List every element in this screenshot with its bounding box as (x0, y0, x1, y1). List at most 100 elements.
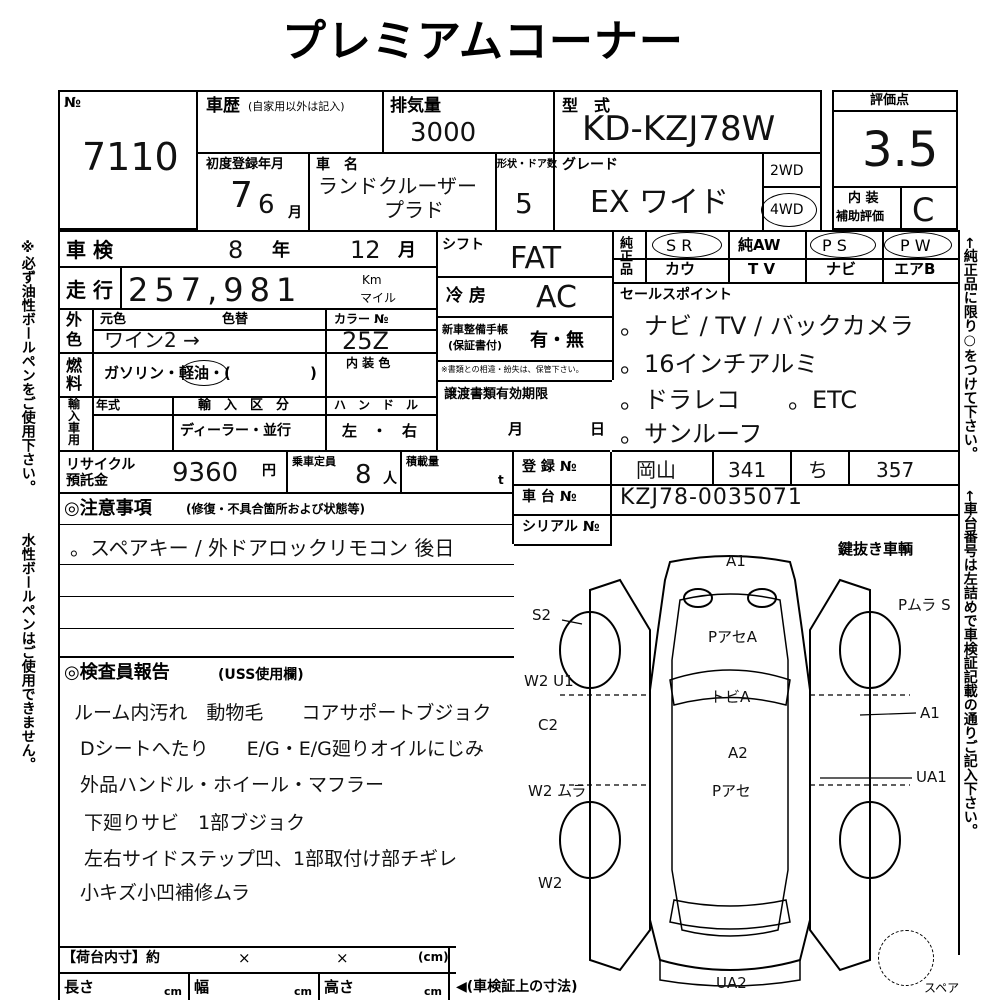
door-line-left (560, 694, 650, 786)
front-mirror-left (683, 588, 713, 608)
caution-line-b (58, 596, 514, 597)
mark-c2: C2 (538, 716, 558, 734)
frame-right-lower (958, 230, 960, 955)
rating-label: 評価点 (870, 93, 910, 108)
mileage-unit-km: Km (362, 273, 382, 287)
row-line-1 (198, 152, 820, 154)
cargo-height: 高さ (324, 978, 355, 996)
mark-a2: A2 (728, 744, 748, 762)
mileage-value: 257,981 (128, 271, 303, 309)
spare-label: スペア (924, 981, 960, 995)
displacement-value: 3000 (410, 118, 477, 148)
front-glass (669, 669, 791, 706)
mark-ua1: UA1 (916, 768, 947, 786)
mileage-label: 走 行 (66, 278, 113, 302)
model-value: KD-KZJ78W (582, 109, 776, 149)
row-line-4 (58, 308, 438, 310)
equip-v3 (805, 230, 807, 282)
frame-top (58, 90, 820, 92)
serial-label: シリアル № (522, 519, 600, 535)
cargo-note: ◀(車検証上の寸法) (456, 979, 578, 995)
inspection-month: 12 (350, 236, 381, 264)
displacement-label: 排気量 (390, 96, 441, 116)
front-mirror-right (747, 588, 777, 608)
inspection-year-unit: 年 (272, 240, 290, 261)
color-code-label: カラー № (334, 312, 389, 326)
recycle-vline-1 (286, 452, 288, 492)
load-unit: t (498, 473, 504, 487)
first-reg-year: 7 (230, 175, 253, 216)
mark-w2-mura: W2 ムラ (528, 782, 586, 800)
reg-line-3 (514, 544, 612, 546)
sales-point-4: 。サンルーフ (620, 420, 763, 448)
equip-v2 (728, 230, 730, 282)
first-reg-label: 初度登録年月 (206, 157, 285, 172)
left-side-panel (589, 578, 651, 972)
color-orig-label: 元色 (100, 312, 127, 327)
inspector-line-3: 外品ハンドル・ホイール・マフラー (80, 774, 385, 796)
recycle-vline-3 (512, 452, 514, 544)
cargo-v1 (188, 972, 190, 1000)
interior-label-1: 内 装 (848, 191, 879, 206)
mark-w2-u1: W2 U1 (524, 672, 574, 690)
frame-left (58, 90, 60, 1000)
right-note-chassis: ←車台番号は左詰めで車検証記載の通りご記入下さい。 (961, 490, 978, 838)
right-side-panel (809, 578, 871, 972)
shift-value: FAT (510, 241, 562, 276)
inspection-month-unit: 月 (398, 240, 416, 261)
wheel-front-left (559, 611, 621, 689)
inspection-label: 車 検 (66, 238, 113, 262)
spare-tire (878, 930, 934, 986)
import-label-4: 用 (68, 433, 81, 447)
recycle-label-1: リサイクル (66, 457, 136, 473)
color-orig-value: ワイン2 → (104, 328, 200, 352)
recycle-value: 9360 (172, 458, 239, 488)
mark-tobi-a: トビA (710, 688, 751, 706)
cargo-height-unit: cm (424, 985, 442, 998)
mark-w2-rear: W2 (538, 874, 562, 892)
left-note-oil-pen: ※必ず油性ボールペンをご使用下さい。 (19, 240, 36, 494)
lot-mark: № (64, 95, 81, 111)
mark-s2: S2 (532, 606, 551, 624)
inspector-line-4: 下廻りサビ 1部ブジョク (84, 812, 306, 834)
import-vline-2 (172, 396, 174, 450)
caution-line-a (58, 564, 514, 565)
cargo-line-mid (58, 972, 456, 974)
caution-note: (修復・不具合箇所および状態等) (186, 502, 365, 516)
reg-line-2 (514, 514, 958, 516)
mark-ua2: UA2 (716, 974, 747, 992)
row-line-2 (58, 230, 958, 232)
sales-point-1: 。ナビ / TV / バックカメラ (620, 312, 914, 340)
equip-ps-circle (810, 232, 876, 258)
interior-label-2: 補助評価 (836, 209, 885, 223)
frame-right (820, 90, 822, 230)
registration-class: 341 (728, 458, 767, 482)
mark-pase-hood: PアセA (708, 628, 758, 646)
drive-2wd: 2WD (770, 163, 804, 179)
manual-value: 有・無 (530, 330, 584, 351)
color-label-1: 外 (66, 310, 83, 329)
equip-sr-circle (652, 232, 722, 258)
history-note: (自家用以外は記入) (248, 100, 345, 113)
reg-vline-1 (610, 452, 612, 544)
cargo-cm: (cm) (418, 950, 449, 964)
color-vline-1 (92, 308, 94, 396)
vline-e (762, 152, 764, 230)
inspector-line-1: ルーム内汚れ 動物毛 コアサポートブジョク (74, 702, 492, 724)
vline-g (612, 230, 614, 380)
cargo-x2: × (336, 949, 349, 967)
wheel-rear-right (839, 801, 901, 879)
inspector-line-2: Dシートへたり E/G・E/G廻りオイルにじみ (80, 738, 484, 760)
reg-v-a (712, 452, 714, 484)
registration-number: 357 (876, 458, 915, 482)
wheel-front-right (839, 611, 901, 689)
import-vline-3 (325, 396, 327, 450)
fuel-label-1: 燃 (66, 356, 83, 375)
equip-tv: T V (748, 260, 776, 278)
mileage-unit-mile: マイル (360, 291, 397, 305)
car-name-line1: ランドクルーザー (318, 174, 477, 198)
cargo-x1: × (238, 949, 251, 967)
caution-line-1: 。スペアキー / 外ドアロックリモコン 後日 (70, 536, 455, 560)
cargo-label: 【荷台内寸】約 (62, 950, 160, 966)
import-line-bottom (58, 450, 610, 452)
